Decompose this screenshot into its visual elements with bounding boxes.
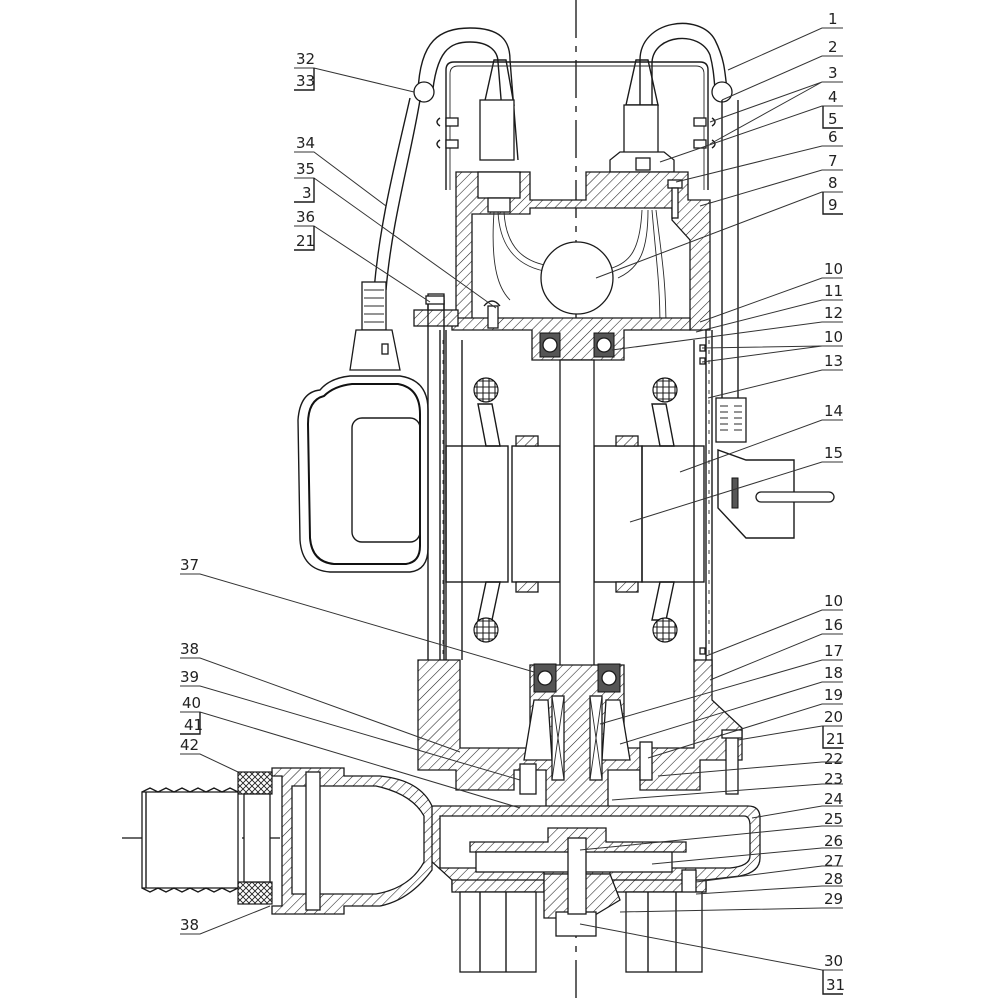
callout-21-left-boxed: 21 [296,232,315,250]
cable-gland-left [479,59,515,161]
callout-3-boxed: 3 [302,184,312,202]
callouts-left: 32 33 34 35 3 36 21 37 38 39 40 41 42 38 [180,50,315,935]
cable-ring-right [711,81,733,103]
callout-20: 20 [824,708,843,726]
callout-16: 16 [824,616,843,634]
callout-12: 12 [824,304,843,322]
callout-15: 15 [824,444,843,462]
callout-5-boxed: 5 [828,110,838,128]
callout-13: 13 [824,352,843,370]
outlet-connector [141,767,433,915]
callout-30: 30 [824,952,843,970]
callouts-right: 1 2 3 4 5 6 7 8 9 10 11 12 10 13 14 15 1… [822,10,845,995]
callout-4: 4 [828,88,838,106]
callout-40: 40 [182,694,201,712]
callout-1: 1 [828,10,838,28]
callout-36: 36 [296,208,315,226]
callout-6: 6 [828,128,838,146]
callout-21-boxed: 21 [826,730,845,748]
callout-26: 26 [824,832,843,850]
callout-38-upper: 38 [180,640,199,658]
power-plug [715,100,835,539]
callout-8: 8 [828,174,838,192]
callout-34: 34 [296,134,315,152]
top-cover [436,61,716,190]
stator-rotor [445,377,705,643]
callout-10c: 10 [824,592,843,610]
callout-37: 37 [180,556,199,574]
callout-19: 19 [824,686,843,704]
motor-shell [427,300,713,700]
callout-14: 14 [824,402,843,420]
callout-24: 24 [824,790,843,808]
callout-35: 35 [296,160,315,178]
callout-42: 42 [180,736,199,754]
callout-29: 29 [824,890,843,908]
callout-22: 22 [824,750,843,768]
callout-38-lower: 38 [180,916,199,934]
callout-3: 3 [828,64,838,82]
cable-gland-right [609,59,675,173]
callout-2: 2 [828,38,838,56]
callout-17: 17 [824,642,843,660]
callout-39: 39 [180,668,199,686]
callout-27: 27 [824,852,843,870]
callout-18: 18 [824,664,843,682]
cable-ring-left [413,81,435,103]
callout-28: 28 [824,870,843,888]
cable-loops [417,22,729,161]
pump-volute [427,805,761,973]
callout-32: 32 [296,50,315,68]
callout-9-boxed: 9 [828,196,838,214]
callout-31-boxed: 31 [826,976,845,994]
callout-23: 23 [824,770,843,788]
float-switch [297,97,429,573]
capacitor [540,241,614,315]
callout-41-boxed: 41 [184,716,203,734]
callout-10b: 10 [824,328,843,346]
callout-11: 11 [824,282,843,300]
callout-7: 7 [828,152,838,170]
callout-25: 25 [824,810,843,828]
callout-33-boxed: 33 [296,72,315,90]
callout-10a: 10 [824,260,843,278]
